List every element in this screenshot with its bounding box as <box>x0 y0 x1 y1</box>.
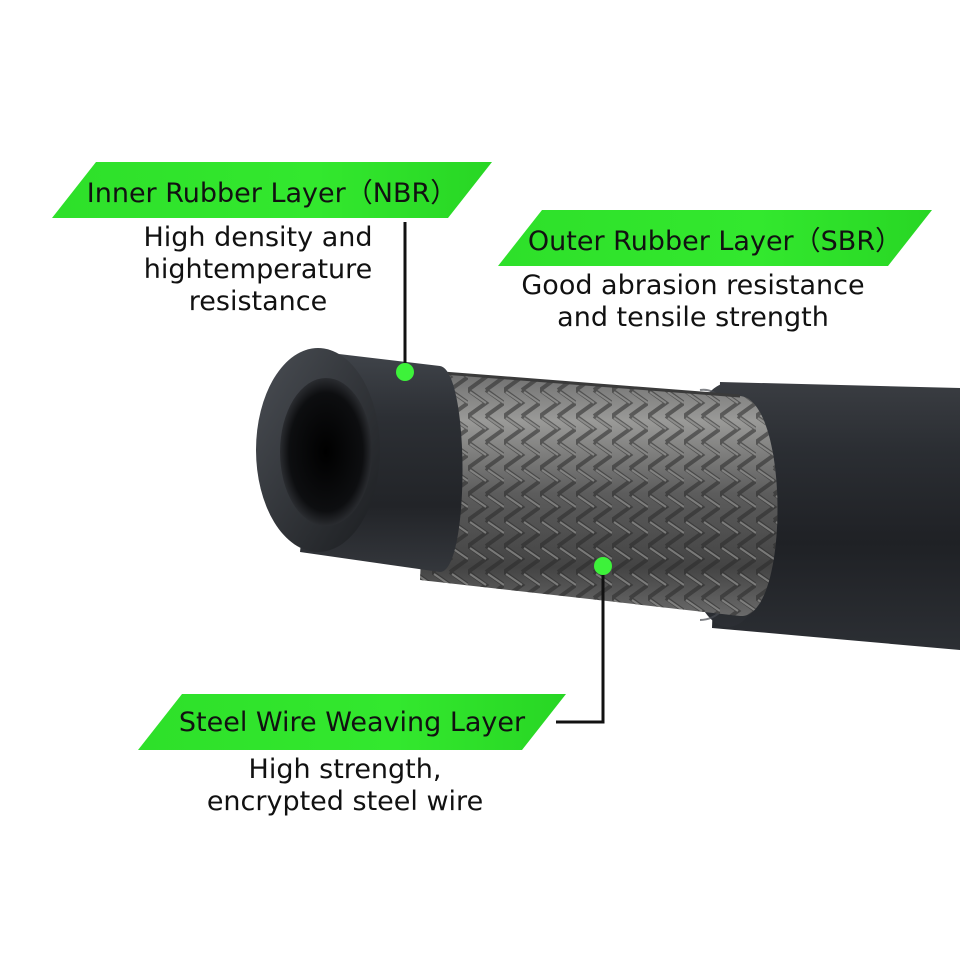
outer-layer-label: Outer Rubber Layer（SBR） <box>498 210 932 266</box>
inner-desc-line: High density and <box>143 222 373 253</box>
steel-wire-braid <box>420 370 778 617</box>
inner-desc-line: hightemperature <box>143 254 373 285</box>
steel-desc-line: High strength, <box>248 754 442 785</box>
steel-layer-description: High strength, encrypted steel wire <box>180 754 510 818</box>
outer-layer-description: Good abrasion resistance and tensile str… <box>498 270 888 334</box>
steel-desc-line: encrypted steel wire <box>206 786 484 817</box>
steel-layer-label: Steel Wire Weaving Layer <box>138 694 566 750</box>
inner-desc-line: resistance <box>188 286 328 317</box>
outer-desc-line: Good abrasion resistance <box>521 270 865 301</box>
inner-layer-label: Inner Rubber Layer（NBR） <box>52 162 492 218</box>
steel-callout-line <box>556 566 605 724</box>
hose-bore <box>280 378 372 526</box>
inner-layer-description: High density and hightemperature resista… <box>120 222 396 318</box>
inner-layer-marker <box>396 363 414 381</box>
callout-lines <box>403 222 605 724</box>
outer-layer-title: Outer Rubber Layer（SBR） <box>527 225 903 257</box>
outer-desc-line: and tensile strength <box>557 302 829 333</box>
steel-layer-title: Steel Wire Weaving Layer <box>178 706 526 738</box>
inner-layer-title: Inner Rubber Layer（NBR） <box>86 177 458 209</box>
inner-rubber-layer <box>256 348 463 572</box>
steel-layer-marker <box>594 557 612 575</box>
